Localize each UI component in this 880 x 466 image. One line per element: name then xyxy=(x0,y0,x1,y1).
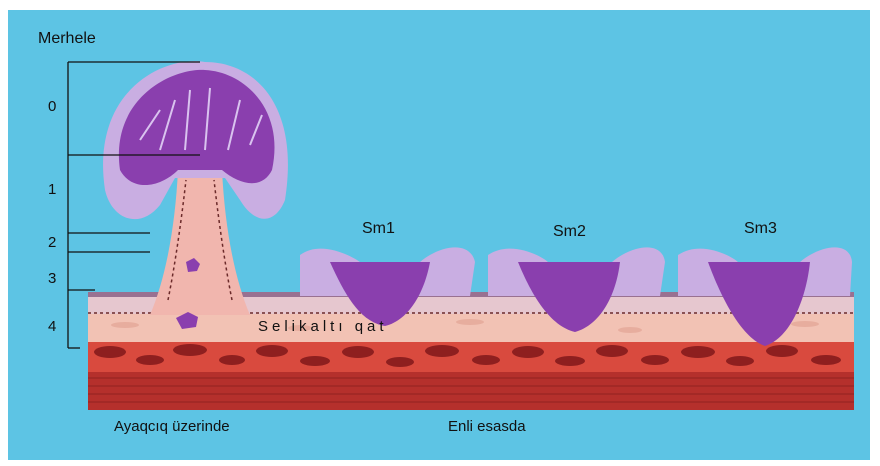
sessile-caption: Enli esasda xyxy=(448,418,526,435)
stage-2-label: 2 xyxy=(48,234,56,251)
stage-1-label: 1 xyxy=(48,181,56,198)
sm2-label: Sm2 xyxy=(553,223,586,241)
stage-4-label: 4 xyxy=(48,318,56,335)
submucosa-label: Selikaltı qat xyxy=(258,318,388,335)
muscularis-layer xyxy=(88,340,854,410)
sm1-label: Sm1 xyxy=(362,220,395,238)
pedunculated-caption: Ayaqcıq üzerinde xyxy=(114,418,230,435)
sm3-label: Sm3 xyxy=(744,220,777,238)
stage-title: Merhele xyxy=(38,30,96,48)
stage-3-label: 3 xyxy=(48,270,56,287)
stage-0-label: 0 xyxy=(48,98,56,115)
